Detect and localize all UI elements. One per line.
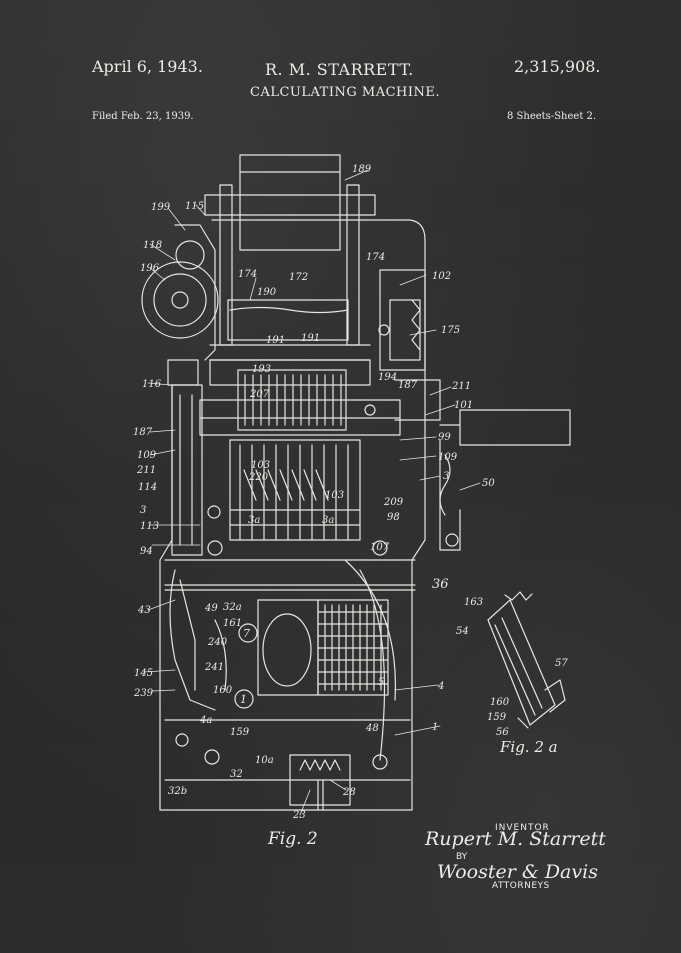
ref-163: 163 — [464, 597, 483, 608]
ref-159a: 159 — [487, 712, 507, 723]
ref-160a: 160 — [213, 685, 233, 696]
ref-3a-right: 3a — [322, 515, 334, 526]
inventor-name: R. M. STARRETT. — [265, 60, 414, 79]
ref-114: 114 — [138, 482, 157, 493]
ref-211a: 211 — [451, 381, 471, 392]
ref-54: 54 — [456, 626, 469, 637]
leader-lines — [143, 169, 481, 816]
ref-3b: 3 — [140, 505, 146, 516]
ref-94: 94 — [140, 546, 153, 557]
ref-240: 240 — [207, 637, 228, 648]
ref-145: 145 — [134, 668, 153, 679]
type-bars — [199, 369, 401, 436]
ref-118: 118 — [143, 240, 162, 251]
ref-101: 101 — [454, 400, 473, 411]
ref-98: 98 — [387, 512, 400, 523]
ref-196: 196 — [140, 263, 160, 274]
ref-102: 102 — [432, 271, 451, 282]
ref-107: 107 — [370, 542, 390, 553]
ref-36: 36 — [432, 577, 449, 592]
ref-4: 4 — [437, 681, 444, 692]
ref-190: 190 — [257, 287, 277, 298]
ref-191b: 191 — [301, 333, 320, 344]
ref-174a: 174 — [238, 269, 257, 280]
ref-57: 57 — [555, 658, 568, 669]
ref-116: 116 — [142, 379, 162, 390]
inventor-signature: Rupert M. Starrett — [425, 828, 606, 850]
inventor-label: INVENTOR — [495, 823, 550, 833]
ref-187b: 187 — [133, 427, 153, 438]
ref-7: 7 — [243, 627, 250, 640]
figure-2a-label: Fig. 2 a — [500, 738, 558, 756]
ref-220: 220 — [248, 472, 269, 483]
by-label: BY — [456, 852, 468, 862]
ref-49: 49 — [204, 603, 218, 614]
ref-187a: 187 — [398, 380, 418, 391]
ref-32b: 32b — [168, 786, 187, 797]
ref-32a: 32a — [223, 602, 242, 613]
ref-160b: 160 — [490, 697, 510, 708]
ref-175: 175 — [441, 325, 460, 336]
ref-28: 28 — [342, 787, 356, 798]
figure-2-label: Fig. 2 — [268, 829, 318, 849]
ref-5: 5 — [378, 677, 384, 688]
detail-drawing-fig-2a — [487, 591, 566, 729]
attorneys-label: ATTORNEYS — [492, 881, 550, 891]
ref-191a: 191 — [266, 335, 285, 346]
patent-title: CALCULATING MACHINE. — [250, 85, 440, 100]
ref-32: 32 — [230, 769, 243, 780]
ref-211b: 211 — [136, 465, 156, 476]
ref-241: 241 — [204, 662, 224, 673]
ref-23: 23 — [292, 810, 306, 821]
keyboard-grid — [317, 599, 389, 696]
ref-103a: 103 — [251, 460, 270, 471]
ref-207: 207 — [249, 389, 270, 400]
ref-115: 115 — [185, 201, 204, 212]
ref-43: 43 — [137, 605, 151, 616]
ref-3a: 3 — [443, 471, 449, 482]
ref-159b: 159 — [230, 727, 250, 738]
ref-199: 199 — [151, 202, 171, 213]
ref-109a: 109 — [137, 450, 157, 461]
filed-date: Filed Feb. 23, 1939. — [92, 111, 194, 122]
ref-1b: 1 — [432, 722, 438, 733]
ref-209: 209 — [383, 497, 404, 508]
ref-189: 189 — [352, 164, 372, 175]
attorney-signature: Wooster & Davis — [437, 861, 598, 883]
ref-194: 194 — [378, 372, 397, 383]
key-columns — [229, 439, 361, 541]
ref-3a-left: 3a — [248, 515, 260, 526]
patent-number: 2,315,908. — [514, 57, 601, 76]
patent-date: April 6, 1943. — [92, 57, 203, 76]
ref-103b: 103 — [325, 490, 344, 501]
ref-109b: 109 — [438, 452, 458, 463]
ref-56: 56 — [496, 727, 509, 738]
reference-numerals: 189 199 115 118 196 174 172 174 102 190 … — [133, 164, 568, 821]
sheet-count: 8 Sheets-Sheet 2. — [507, 111, 597, 122]
main-machine-drawing — [141, 154, 571, 811]
ref-113: 113 — [140, 521, 159, 532]
ref-10a: 10a — [255, 755, 274, 766]
ref-161: 161 — [223, 618, 242, 629]
ref-1: 1 — [240, 693, 247, 706]
ref-48: 48 — [365, 723, 379, 734]
ref-172: 172 — [289, 272, 308, 283]
ref-4a: 4a — [199, 715, 212, 726]
ref-99: 99 — [438, 432, 451, 443]
ref-174b: 174 — [366, 252, 385, 263]
ref-239: 239 — [133, 688, 154, 699]
ref-193: 193 — [252, 364, 271, 375]
ref-50: 50 — [482, 478, 495, 489]
